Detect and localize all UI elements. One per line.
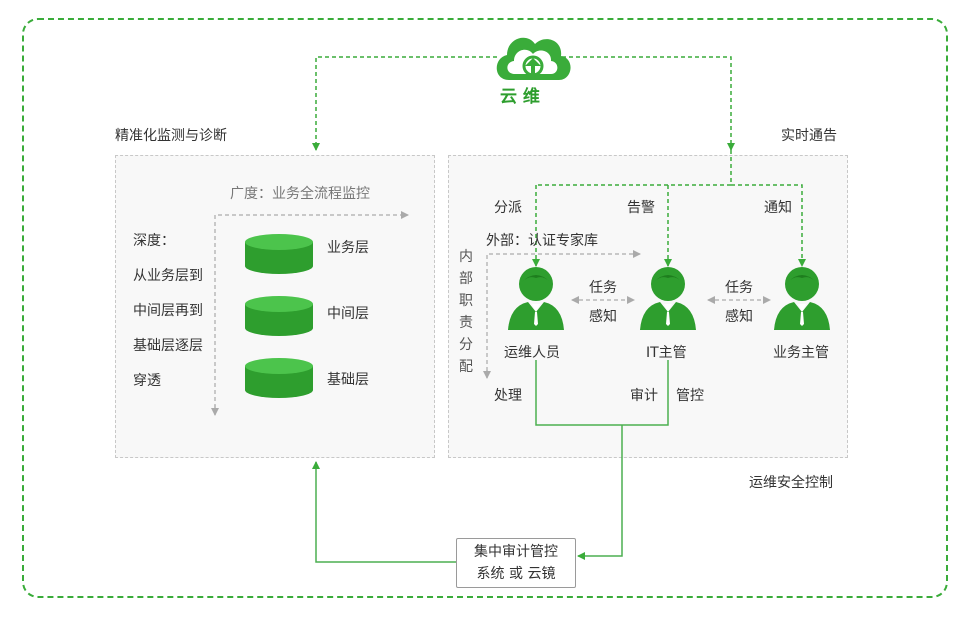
layer-label: 中间层 [327, 306, 369, 322]
role-label: 业务主管 [773, 345, 829, 361]
depth-line: 基础层逐层 [133, 338, 203, 354]
perception-label: 感知 [725, 309, 753, 325]
role-label: 运维人员 [504, 345, 560, 361]
right-panel-caption: 运维安全控制 [749, 475, 833, 491]
right-panel-title: 实时通告 [781, 128, 837, 144]
connector-audit [577, 425, 623, 560]
depth-line: 穿透 [133, 373, 161, 389]
depth-line: 深度： [133, 233, 175, 249]
depth-line: 从业务层到 [133, 268, 203, 284]
left-panel [115, 155, 435, 458]
connector-cloud-right [555, 56, 735, 151]
connector-cloud-left [312, 56, 497, 151]
cloud-icon [496, 37, 571, 80]
connector-notify [731, 184, 806, 267]
connector-feedback [312, 461, 456, 563]
person-icon [774, 267, 830, 330]
role-label: IT主管 [646, 345, 687, 361]
central-audit-box: 集中审计管控 系统 或 云镜 [456, 538, 576, 588]
task-label: 任务 [725, 280, 753, 296]
alarm-label: 告警 [627, 200, 655, 216]
internal-label: 内部职责分配 [459, 249, 473, 375]
central-box-line: 集中审计管控 [474, 544, 558, 560]
depth-line: 中间层再到 [133, 303, 203, 319]
database-icon [245, 358, 313, 398]
breadth-axis [214, 211, 409, 415]
breadth-label: 广度：业务全流程监控 [230, 186, 370, 202]
connector-distribute [536, 150, 732, 186]
audit-label: 审计 [630, 388, 658, 404]
left-panel-title: 精准化监测与诊断 [115, 128, 227, 144]
task-label: 任务 [589, 280, 617, 296]
person-icon [640, 267, 696, 330]
database-icon [245, 296, 313, 336]
layer-label: 业务层 [327, 240, 369, 256]
central-box-line: 系统 或 云镜 [476, 566, 556, 582]
outer-frame [22, 18, 948, 598]
process-label: 处理 [494, 388, 522, 404]
external-label: 外部：认证专家库 [486, 233, 598, 249]
brand-name: 云 维 [500, 87, 540, 107]
control-label: 管控 [676, 388, 704, 404]
notify-label: 通知 [764, 200, 792, 216]
external-axis [486, 250, 641, 378]
person-icon [508, 267, 564, 330]
perception-label: 感知 [589, 309, 617, 325]
dispatch-label: 分派 [494, 200, 522, 216]
database-icon [245, 234, 313, 274]
layer-label: 基础层 [327, 372, 369, 388]
right-panel [448, 155, 848, 458]
connector-process [535, 360, 669, 426]
